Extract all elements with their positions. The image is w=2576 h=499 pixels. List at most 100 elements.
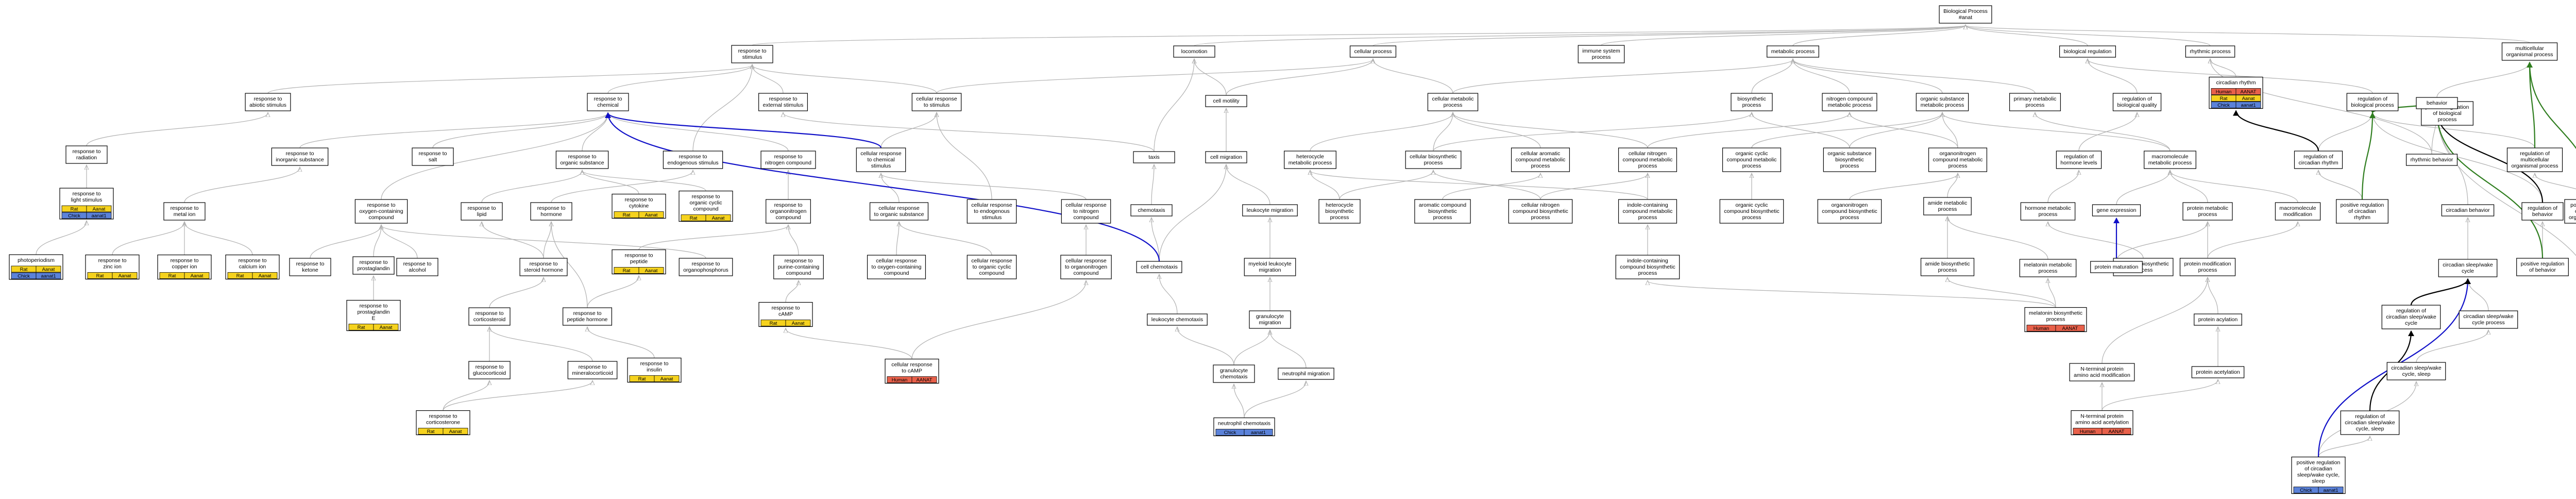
node-label: melatonin metabolic bbox=[2024, 262, 2072, 268]
annotation-cell bbox=[112, 272, 138, 279]
node-label: compound metabolic bbox=[1516, 157, 1566, 163]
node-label: response to bbox=[429, 413, 457, 420]
node-label: organic cyclic bbox=[689, 200, 722, 206]
go-term-node: gene expression bbox=[2092, 204, 2141, 217]
node-label: response to bbox=[171, 205, 199, 211]
node-label: multicellular bbox=[2520, 157, 2549, 163]
node-label: of circadian bbox=[2348, 208, 2376, 214]
node-label: chemical bbox=[597, 102, 618, 108]
node-box bbox=[1920, 258, 1975, 276]
is-a-edge bbox=[2048, 222, 2144, 259]
annotation-cell bbox=[184, 272, 210, 279]
is-a-edge bbox=[911, 281, 1086, 359]
annotation-text: Human bbox=[2033, 326, 2049, 331]
is-a-edge bbox=[2088, 59, 2138, 94]
node-label: cellular nitrogen bbox=[1629, 151, 1667, 157]
node-label: circadian sleep/wake bbox=[2443, 262, 2493, 268]
is-a-edge bbox=[2527, 62, 2576, 149]
node-label: metabolic process bbox=[1921, 102, 1964, 108]
node-label: response to bbox=[573, 310, 602, 317]
node-label: cellular response bbox=[891, 362, 933, 368]
node-box bbox=[555, 151, 609, 169]
node-label: stimulus bbox=[871, 163, 891, 169]
annotation-text: Rat bbox=[427, 429, 435, 435]
node-label: ketone bbox=[302, 267, 318, 273]
node-label: response to bbox=[738, 48, 767, 54]
node-label: compound metabolic bbox=[1623, 157, 1673, 163]
node-label: neutrophil chemotaxis bbox=[1218, 421, 1270, 427]
node-box bbox=[461, 202, 503, 221]
is-a-edge bbox=[2170, 171, 2208, 203]
annotation-text: Human bbox=[2080, 429, 2096, 435]
node-box bbox=[163, 202, 206, 221]
node-label: heterocycle bbox=[1326, 202, 1353, 208]
node-label: response to bbox=[254, 96, 282, 102]
node-box bbox=[396, 258, 438, 276]
is-a-edge bbox=[1540, 174, 1648, 200]
go-term-node: circadian behavior bbox=[2441, 204, 2495, 217]
node-label: circadian sleep/wake bbox=[2386, 314, 2436, 320]
node-box bbox=[2092, 204, 2141, 217]
is-a-edge bbox=[896, 222, 899, 256]
is-a-edge bbox=[1234, 385, 1245, 418]
node-label: light stimulus bbox=[71, 197, 103, 203]
node-label: regulation of bbox=[2122, 96, 2152, 102]
node-box bbox=[766, 199, 811, 224]
node-label: leukocyte chemotaxis bbox=[1151, 317, 1203, 323]
node-box bbox=[352, 256, 395, 275]
annotation-cell bbox=[252, 272, 278, 279]
node-label: circadian sleep/wake bbox=[2391, 365, 2442, 371]
node-label: copper ion bbox=[172, 264, 197, 270]
is-a-edge bbox=[1793, 59, 1943, 94]
node-label: inorganic substance bbox=[276, 157, 324, 163]
is-a-edge bbox=[752, 25, 1965, 46]
node-box bbox=[2336, 199, 2388, 224]
node-box bbox=[468, 307, 511, 326]
node-box bbox=[1173, 45, 1215, 58]
node-label: regulation of bbox=[2064, 154, 2094, 160]
node-label: corticosteroid bbox=[473, 317, 506, 323]
annotation-text: Rat bbox=[96, 273, 104, 279]
go-term-node: rhythmic behavior bbox=[2405, 154, 2458, 166]
node-label: sleep/wake cycle, bbox=[2297, 472, 2340, 478]
node-box bbox=[2144, 151, 2196, 169]
node-box bbox=[2009, 93, 2061, 111]
annotation-text: Aanat bbox=[712, 215, 725, 221]
node-label: response to bbox=[171, 258, 199, 264]
is-a-edge bbox=[2468, 279, 2489, 311]
go-term-node: leukocyte migration bbox=[1242, 204, 1298, 217]
is-a-edge bbox=[605, 112, 1160, 262]
node-box bbox=[1731, 93, 1773, 111]
node-label: granulocyte bbox=[1220, 368, 1248, 374]
node-box bbox=[519, 258, 568, 276]
node-label: cAMP bbox=[778, 311, 793, 318]
node-label: circadian sleep/wake bbox=[2463, 313, 2514, 320]
node-label: aromatic compound bbox=[1419, 202, 1466, 208]
node-label: regulation of bbox=[2396, 308, 2426, 314]
is-a-edge bbox=[1793, 59, 1850, 94]
node-label: process bbox=[2039, 268, 2058, 274]
is-a-edge bbox=[582, 113, 608, 152]
node-label: compound bbox=[368, 214, 394, 221]
annotation-cell bbox=[654, 375, 680, 382]
annotation-text: Human bbox=[2216, 89, 2232, 95]
node-label: biosynthetic bbox=[1325, 208, 1353, 214]
is-a-edge bbox=[2535, 174, 2576, 190]
annotation-cell bbox=[36, 272, 61, 279]
is-a-edge bbox=[1648, 281, 2056, 308]
node-label: protein acetylation bbox=[2196, 369, 2240, 375]
is-a-edge bbox=[1226, 59, 1373, 96]
